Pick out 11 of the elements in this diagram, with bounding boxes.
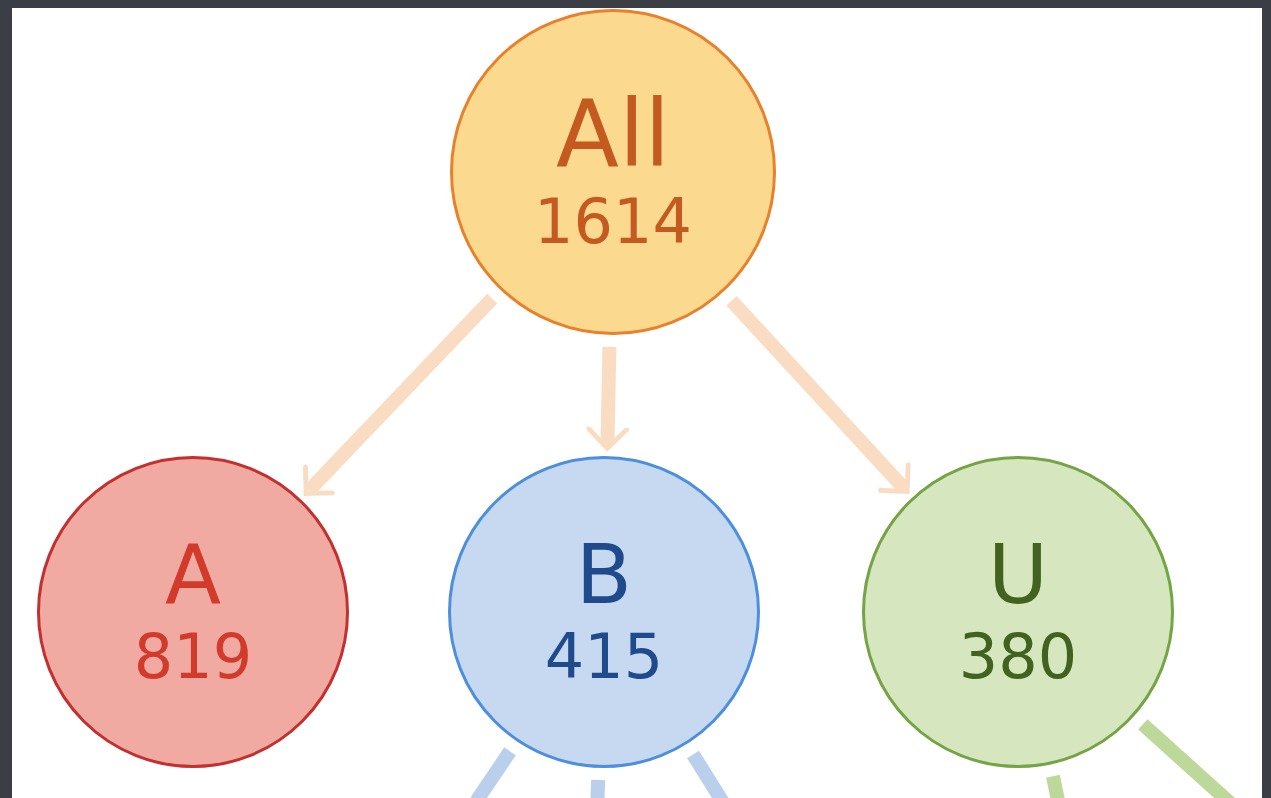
node-label: U <box>988 529 1048 620</box>
node-label: A <box>164 529 222 620</box>
arrow <box>726 296 911 494</box>
node-count: 1614 <box>534 185 692 260</box>
node-count: 819 <box>133 619 253 695</box>
node-label: All <box>555 84 671 186</box>
node-label: B <box>575 529 633 620</box>
arrow <box>302 293 498 496</box>
arrow <box>584 346 632 451</box>
node-count: 380 <box>958 619 1078 695</box>
node-count: 415 <box>544 619 664 695</box>
